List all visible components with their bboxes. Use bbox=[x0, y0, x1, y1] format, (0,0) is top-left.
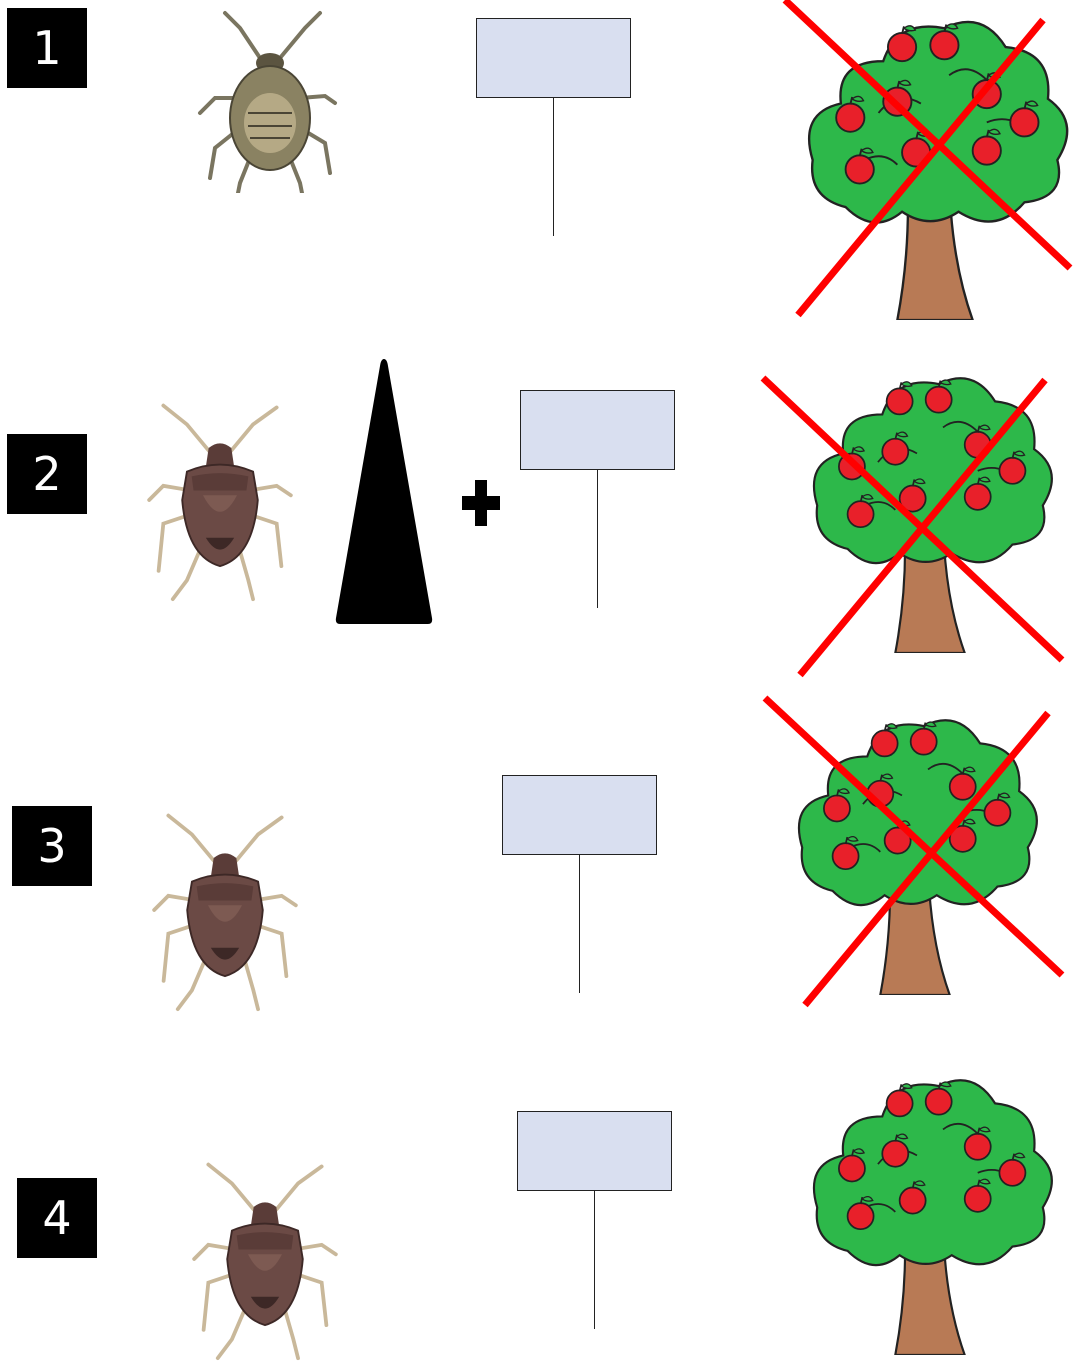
empty-sign-1 bbox=[476, 18, 636, 238]
empty-sign-3 bbox=[502, 775, 662, 995]
trap-icon bbox=[334, 356, 436, 628]
red-x-icon bbox=[760, 695, 1066, 1010]
apple-tree-icon bbox=[800, 1060, 1060, 1355]
empty-sign-2 bbox=[520, 390, 680, 610]
stink-bug-adult-icon bbox=[135, 390, 305, 610]
empty-sign-4 bbox=[517, 1111, 677, 1331]
row-number-3: 3 bbox=[12, 806, 92, 886]
sign-board bbox=[520, 390, 675, 470]
stink-bug-adult-icon bbox=[140, 800, 310, 1020]
sign-pole bbox=[579, 855, 580, 993]
plus-icon bbox=[462, 480, 500, 526]
stink-bug-adult-icon bbox=[180, 1155, 350, 1363]
sign-board bbox=[502, 775, 657, 855]
row-number-4: 4 bbox=[17, 1178, 97, 1258]
row-number-1: 1 bbox=[7, 8, 87, 88]
sign-board bbox=[517, 1111, 672, 1191]
stink-bug-nymph-icon bbox=[190, 8, 350, 193]
sign-pole bbox=[553, 98, 554, 236]
row-number-2: 2 bbox=[7, 434, 87, 514]
sign-pole bbox=[597, 470, 598, 608]
red-x-icon bbox=[770, 0, 1076, 320]
sign-pole bbox=[594, 1191, 595, 1329]
red-x-icon bbox=[760, 375, 1066, 680]
sign-board bbox=[476, 18, 631, 98]
